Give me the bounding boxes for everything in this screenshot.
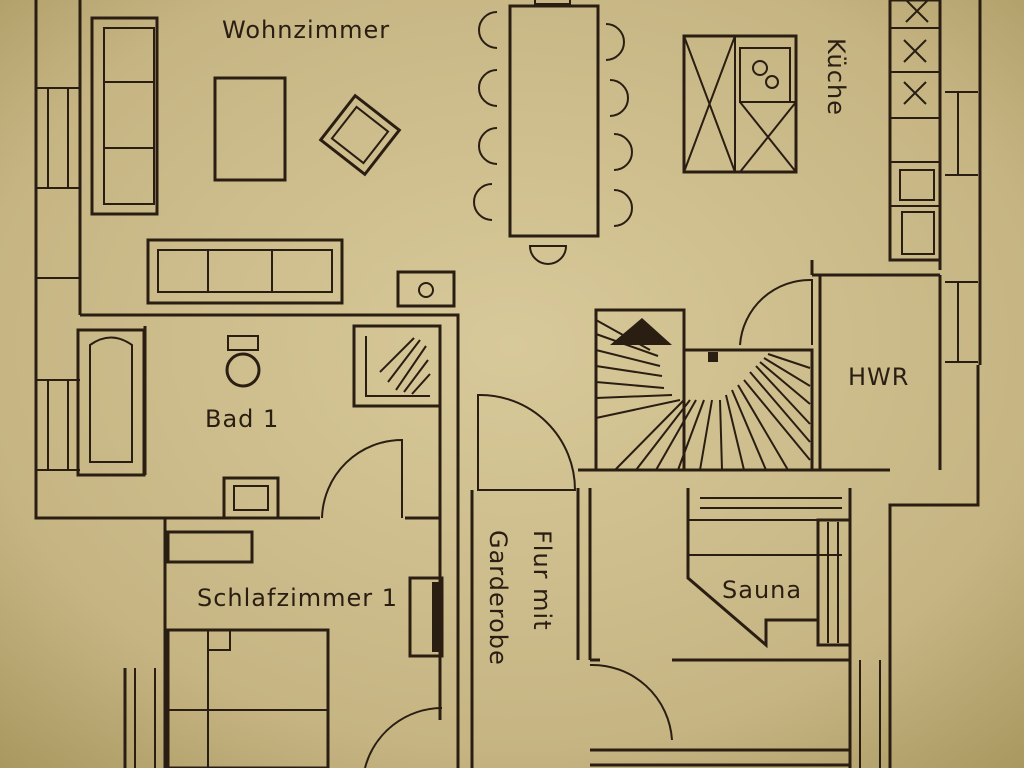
door-schlafzimmer <box>321 438 403 519</box>
room-label-schlafzimmer: Schlafzimmer 1 <box>197 584 398 612</box>
kitchen-counter <box>888 0 942 262</box>
doors <box>321 278 813 768</box>
sofa-bottom <box>146 238 344 305</box>
kueche-furniture <box>682 0 942 262</box>
room-label-flur-line2: Garderobe <box>484 530 512 666</box>
bathtub <box>76 328 146 477</box>
stair-arrow <box>610 318 672 345</box>
coffee-table <box>213 76 287 182</box>
room-label-hwr: HWR <box>848 363 909 391</box>
bad-furniture <box>76 324 442 520</box>
room-label-flur-line1: Flur mit <box>528 530 556 631</box>
room-label-wohnzimmer: Wohnzimmer <box>222 16 390 44</box>
shower <box>352 324 442 408</box>
dining-furniture <box>473 0 633 265</box>
stairs <box>594 308 814 472</box>
wardrobe <box>408 576 444 658</box>
schlafzimmer-furniture <box>166 530 444 768</box>
door-flur-lower <box>589 663 673 741</box>
sauna-furniture <box>686 488 852 649</box>
sofa-left <box>90 16 159 216</box>
toilet <box>225 352 261 388</box>
room-label-bad: Bad 1 <box>205 405 279 433</box>
door-flur <box>477 393 577 491</box>
armchair <box>318 93 402 177</box>
door-bottom-left <box>364 707 443 768</box>
fireplace <box>396 270 456 308</box>
door-hwr <box>739 278 813 346</box>
room-label-kueche: Küche <box>822 38 850 116</box>
dining-table <box>508 4 600 238</box>
wohnzimmer-furniture <box>90 16 456 308</box>
sink <box>222 476 280 520</box>
room-label-sauna: Sauna <box>722 576 802 604</box>
bed <box>166 628 330 768</box>
